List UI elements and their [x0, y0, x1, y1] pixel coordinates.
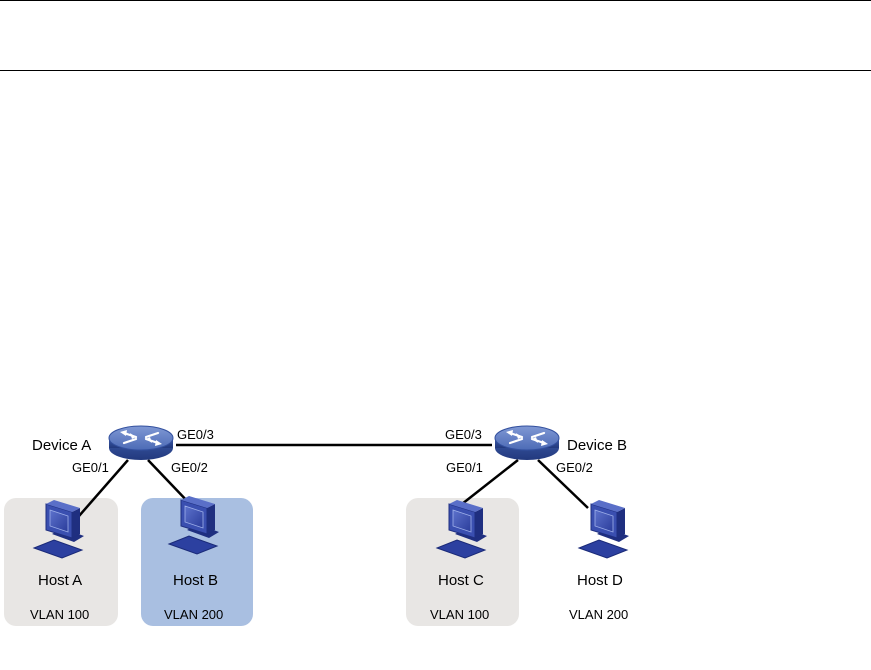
host-c-label: Host C [438, 572, 484, 589]
device-a-port-ge0-1-label: GE0/1 [72, 460, 109, 475]
host-d-label: Host D [577, 572, 623, 589]
links [71, 443, 589, 525]
host-d-vlan-label: VLAN 200 [569, 607, 628, 622]
link-device-b-host-c [461, 459, 519, 505]
device-b-port-ge0-3-label: GE0/3 [445, 427, 482, 442]
header-divider [0, 70, 871, 71]
device-b-port-ge0-1-label: GE0/1 [446, 460, 483, 475]
host-a-vlan-label: VLAN 100 [30, 607, 89, 622]
vlan100-zone-host-c [406, 498, 519, 626]
host-b-label: Host B [173, 572, 218, 589]
device-a-port-ge0-3-label: GE0/3 [177, 427, 214, 442]
device-a-port-ge0-2-label: GE0/2 [171, 460, 208, 475]
device-b-port-ge0-2-label: GE0/2 [556, 460, 593, 475]
device-b-router-icon [493, 424, 561, 462]
host-a-label: Host A [38, 572, 82, 589]
link-device-a-host-b [147, 459, 191, 505]
vlan200-zone-host-b [141, 498, 253, 626]
link-device-b-host-d [537, 459, 589, 509]
device-a-router-icon [107, 424, 175, 462]
host-b-vlan-label: VLAN 200 [164, 607, 223, 622]
top-rule [0, 0, 871, 1]
host-d-pc-icon [578, 499, 630, 559]
vlan100-zone-host-a [4, 498, 118, 626]
device-b-label: Device B [567, 437, 627, 454]
device-a-label: Device A [32, 437, 91, 454]
host-c-vlan-label: VLAN 100 [430, 607, 489, 622]
link-device-a-host-a [71, 459, 129, 525]
